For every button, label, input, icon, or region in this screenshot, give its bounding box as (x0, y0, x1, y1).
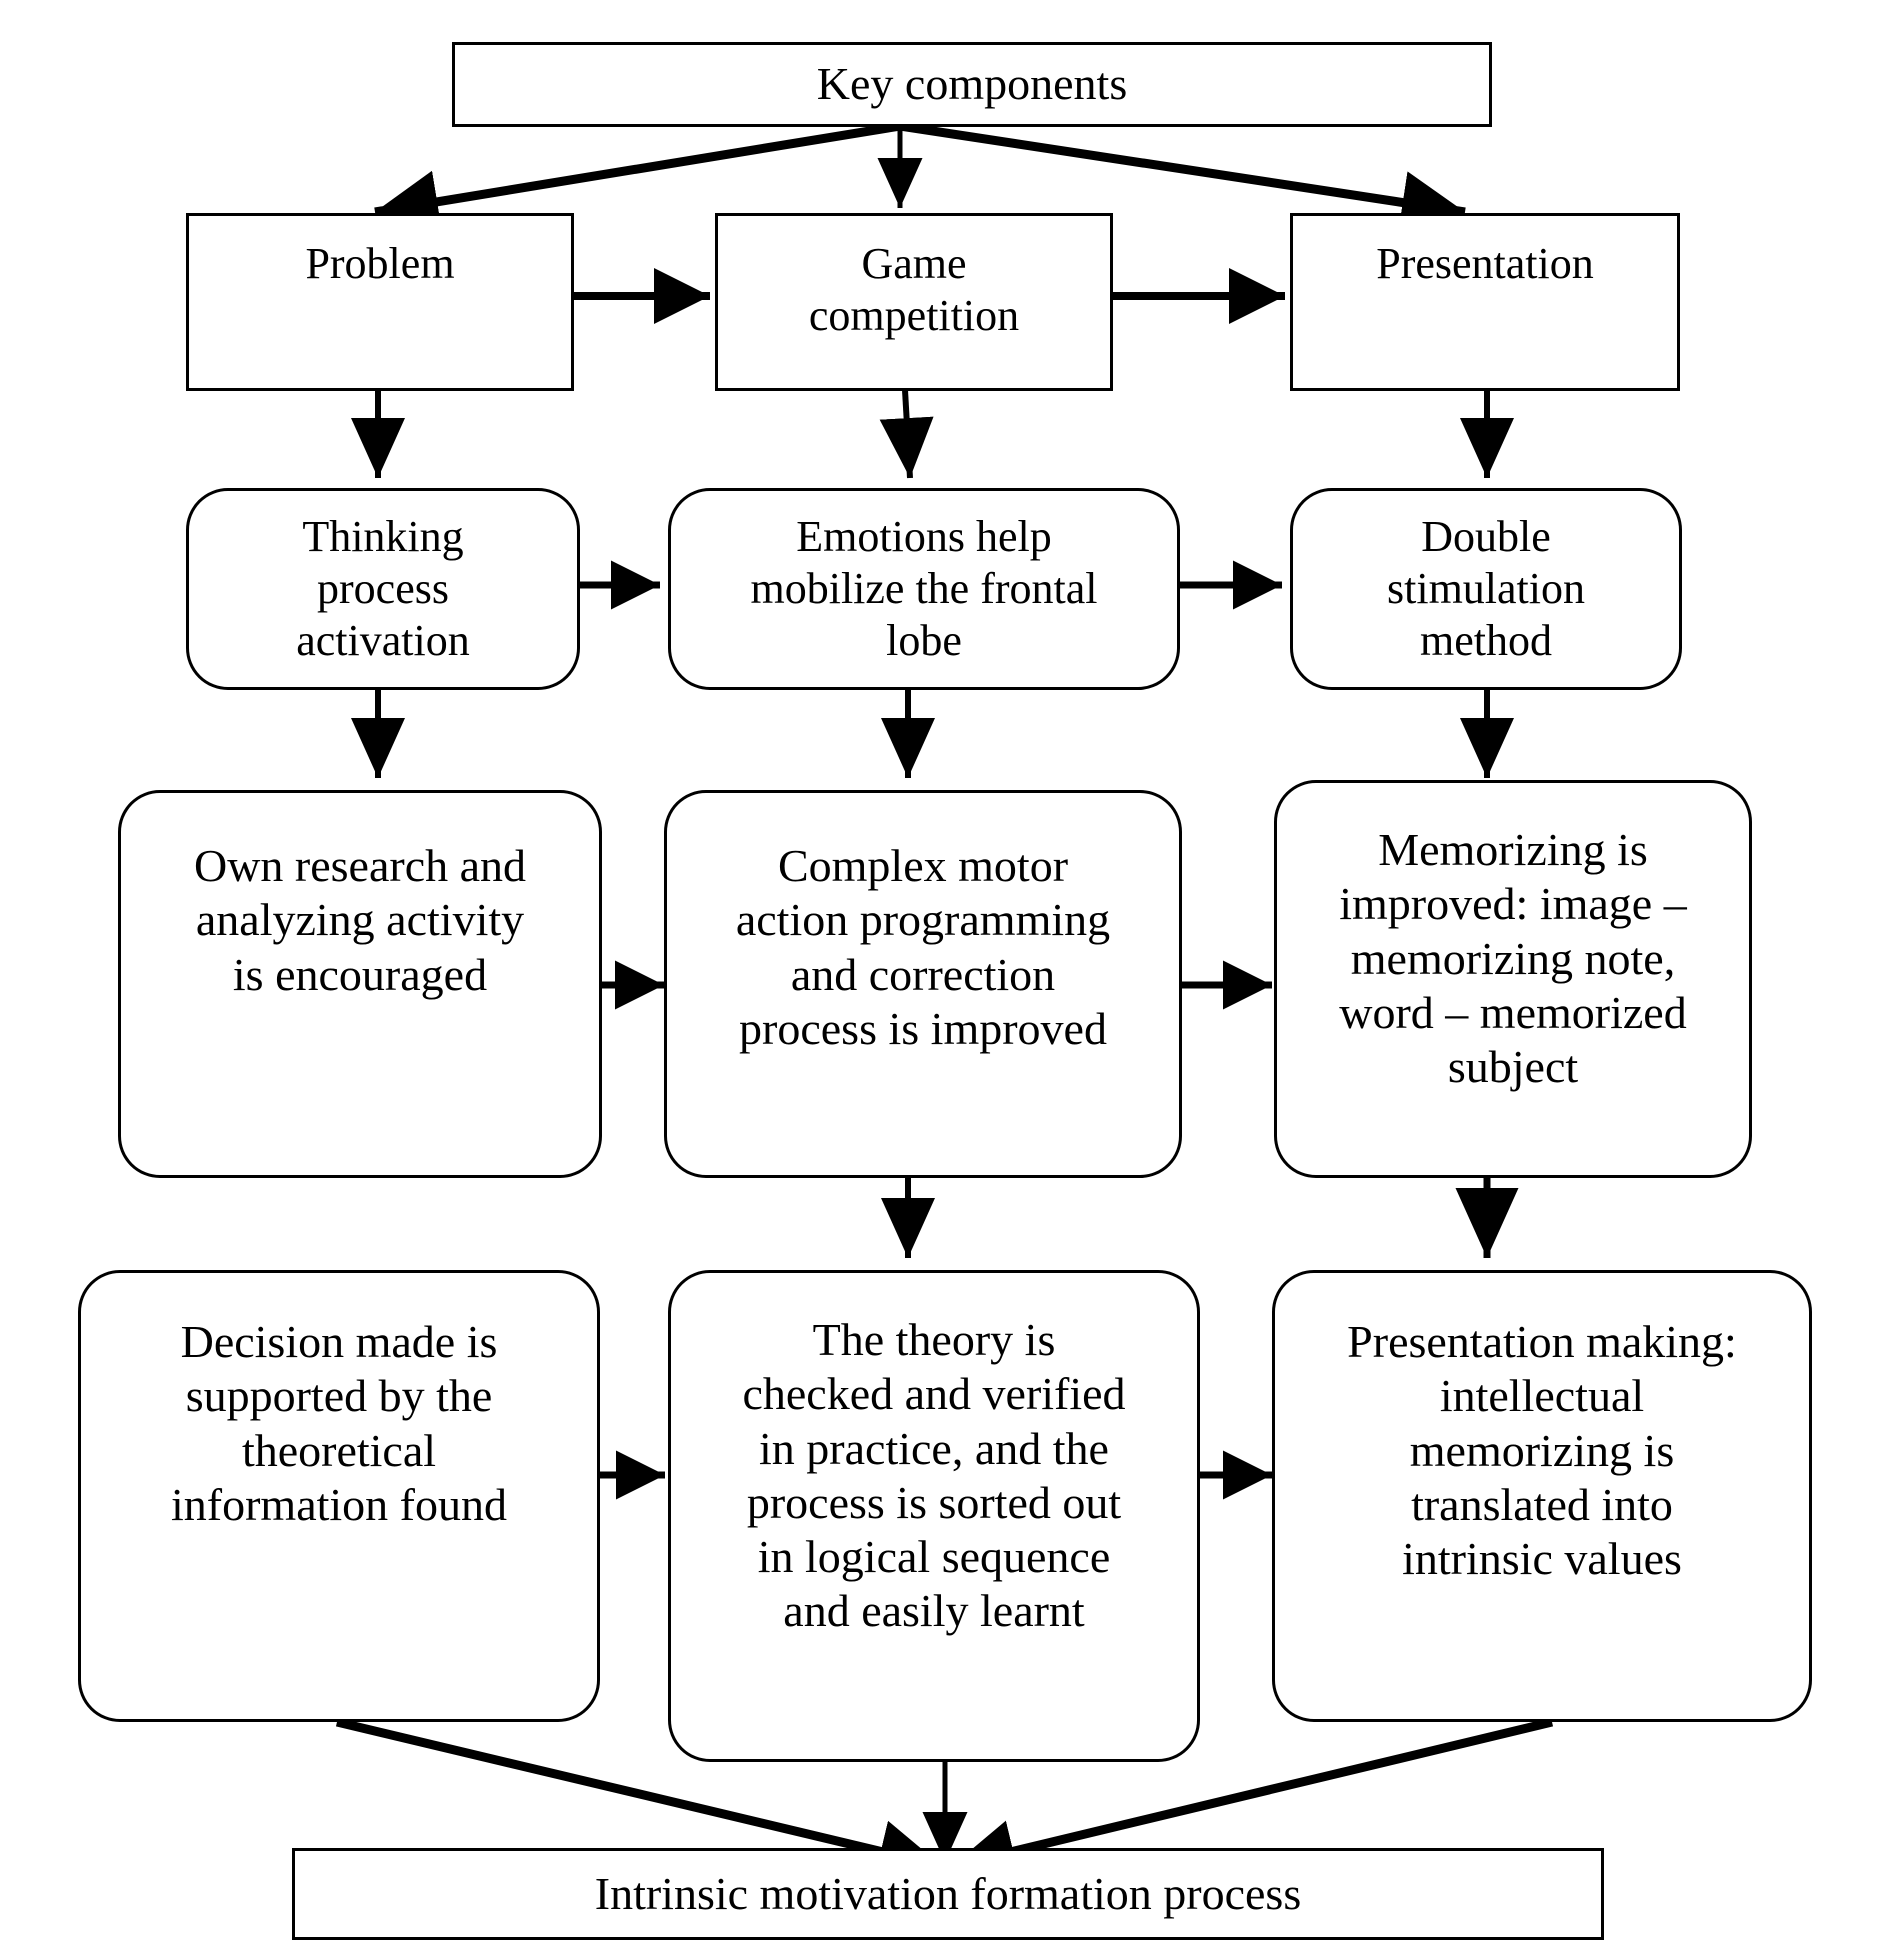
node-intrinsic-motivation-process-label: Intrinsic motivation formation process (594, 1867, 1302, 1919)
node-emotions-frontal-lobe[interactable]: Emotions help mobilize the frontal lobe (668, 488, 1180, 690)
node-theory-checked-verified-label: The theory is checked and verified in pr… (742, 1314, 1126, 1637)
node-problem-label: Problem (305, 239, 455, 288)
node-thinking-process-activation[interactable]: Thinking process activation (186, 488, 580, 690)
node-presentation-label: Presentation (1376, 239, 1594, 288)
node-complex-motor-action[interactable]: Complex motor action programming and cor… (664, 790, 1182, 1178)
node-game-competition-label: Game competition (808, 239, 1020, 340)
node-own-research[interactable]: Own research and analyzing activity is e… (118, 790, 602, 1178)
node-emotions-frontal-lobe-label: Emotions help mobilize the frontal lobe (750, 512, 1098, 665)
node-complex-motor-action-label: Complex motor action programming and cor… (735, 840, 1111, 1054)
node-key-components-label: Key components (816, 58, 1128, 110)
node-thinking-process-activation-label: Thinking process activation (296, 512, 470, 665)
node-memorizing-improved-label: Memorizing is improved: image – memorizi… (1339, 824, 1687, 1093)
node-decision-theoretical[interactable]: Decision made is supported by the theore… (78, 1270, 600, 1722)
node-decision-theoretical-label: Decision made is supported by the theore… (171, 1316, 507, 1530)
node-presentation-making-label: Presentation making: intellectual memori… (1347, 1316, 1737, 1585)
node-key-components[interactable]: Key components (452, 42, 1492, 127)
edge-title-to-problem (374, 121, 901, 233)
node-game-competition[interactable]: Game competition (715, 213, 1113, 391)
node-problem[interactable]: Problem (186, 213, 574, 391)
node-memorizing-improved[interactable]: Memorizing is improved: image – memorizi… (1274, 780, 1752, 1178)
node-presentation[interactable]: Presentation (1290, 213, 1680, 391)
node-double-stimulation-method-label: Double stimulation method (1387, 512, 1585, 665)
edge-title-to-presentation (899, 121, 1466, 234)
node-theory-checked-verified[interactable]: The theory is checked and verified in pr… (668, 1270, 1200, 1762)
node-intrinsic-motivation-process[interactable]: Intrinsic motivation formation process (292, 1848, 1604, 1940)
edge-game-to-emotions (879, 389, 934, 479)
node-own-research-label: Own research and analyzing activity is e… (193, 840, 527, 1000)
node-double-stimulation-method[interactable]: Double stimulation method (1290, 488, 1682, 690)
node-presentation-making[interactable]: Presentation making: intellectual memori… (1272, 1270, 1812, 1722)
